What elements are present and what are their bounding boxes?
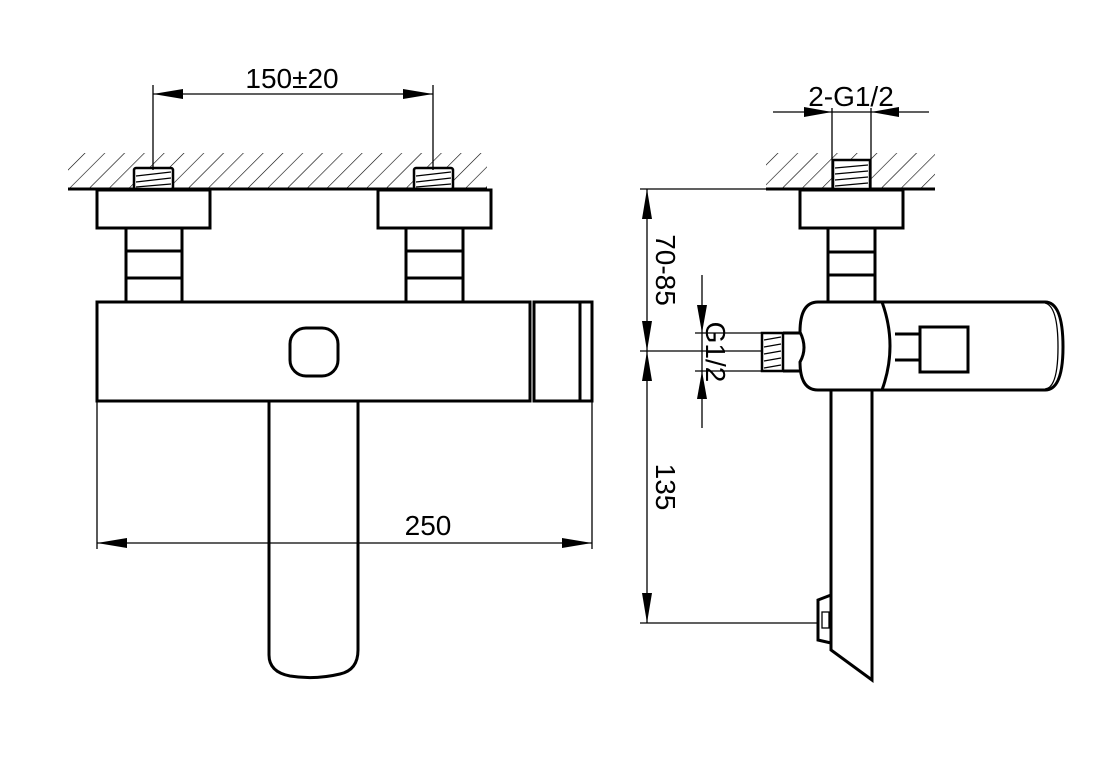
connector-pipe-left xyxy=(124,226,184,304)
dimension-label-g1-2: G1/2 xyxy=(700,322,731,383)
front-view: 150±20 250 xyxy=(68,63,594,680)
spout-side xyxy=(829,391,874,683)
dimension-width: 250 xyxy=(96,401,593,549)
mixer-body xyxy=(95,300,532,403)
dimension-label-2-g1-2: 2-G1/2 xyxy=(808,81,894,112)
mixer-body-side xyxy=(798,300,1065,392)
spout xyxy=(267,401,360,680)
inlet-thread-right xyxy=(412,166,455,191)
flange-left xyxy=(95,188,212,230)
dimension-inlet-spacing: 150±20 xyxy=(152,63,434,170)
dimension-label-70-85: 70-85 xyxy=(650,234,681,306)
dimension-label-150: 150±20 xyxy=(245,63,338,94)
inlet-thread-left xyxy=(132,166,175,191)
side-view: 2-G1/2 70-85 135 G1/2 xyxy=(640,81,1065,683)
flange-right xyxy=(376,188,493,230)
outlet-thread-side xyxy=(760,331,800,373)
connector-pipe-right xyxy=(404,226,465,304)
end-cap-handle xyxy=(532,300,594,403)
dimension-label-250: 250 xyxy=(405,510,452,541)
dimension-vertical: 70-85 135 xyxy=(640,188,818,624)
inlet-thread-side xyxy=(831,158,872,191)
control-button xyxy=(288,326,340,378)
handle-side xyxy=(895,325,970,374)
aerator-side xyxy=(816,593,832,645)
dimension-inlet-thread: 2-G1/2 xyxy=(773,81,929,190)
flange-side xyxy=(798,188,905,230)
dimension-outlet-thread: G1/2 xyxy=(695,275,762,428)
body-joint-arc xyxy=(880,301,892,391)
connector-pipe-side xyxy=(826,226,877,304)
dimension-label-135: 135 xyxy=(650,464,681,511)
end-cap-arc xyxy=(1044,302,1059,390)
